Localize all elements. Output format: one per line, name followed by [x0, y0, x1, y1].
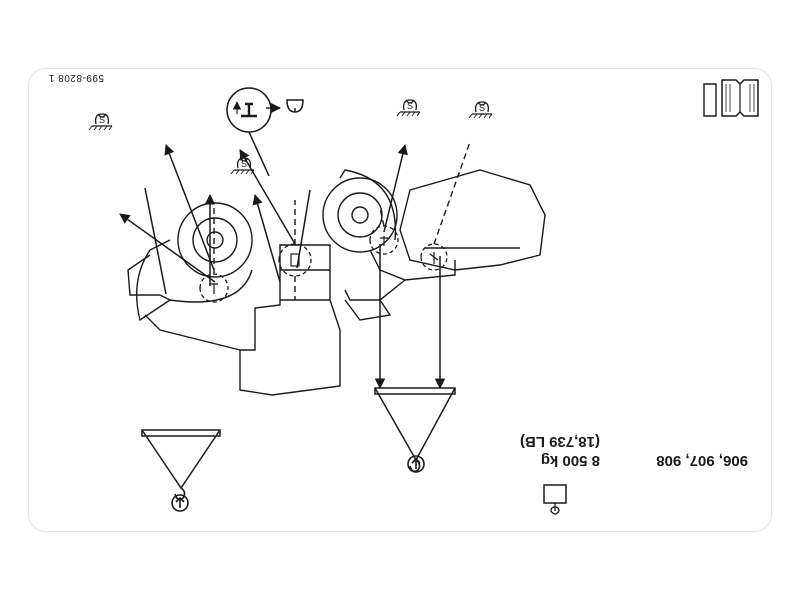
weight-icon — [543, 484, 567, 515]
lift-indicator — [226, 87, 304, 177]
rigging-sling-lines — [119, 143, 446, 390]
rigging-dashed-lines — [213, 141, 471, 300]
crane-hook-icon — [171, 455, 425, 512]
manual-book-icon — [703, 79, 759, 117]
machine-outline — [127, 169, 546, 396]
spreader-bar-icon — [141, 387, 456, 490]
